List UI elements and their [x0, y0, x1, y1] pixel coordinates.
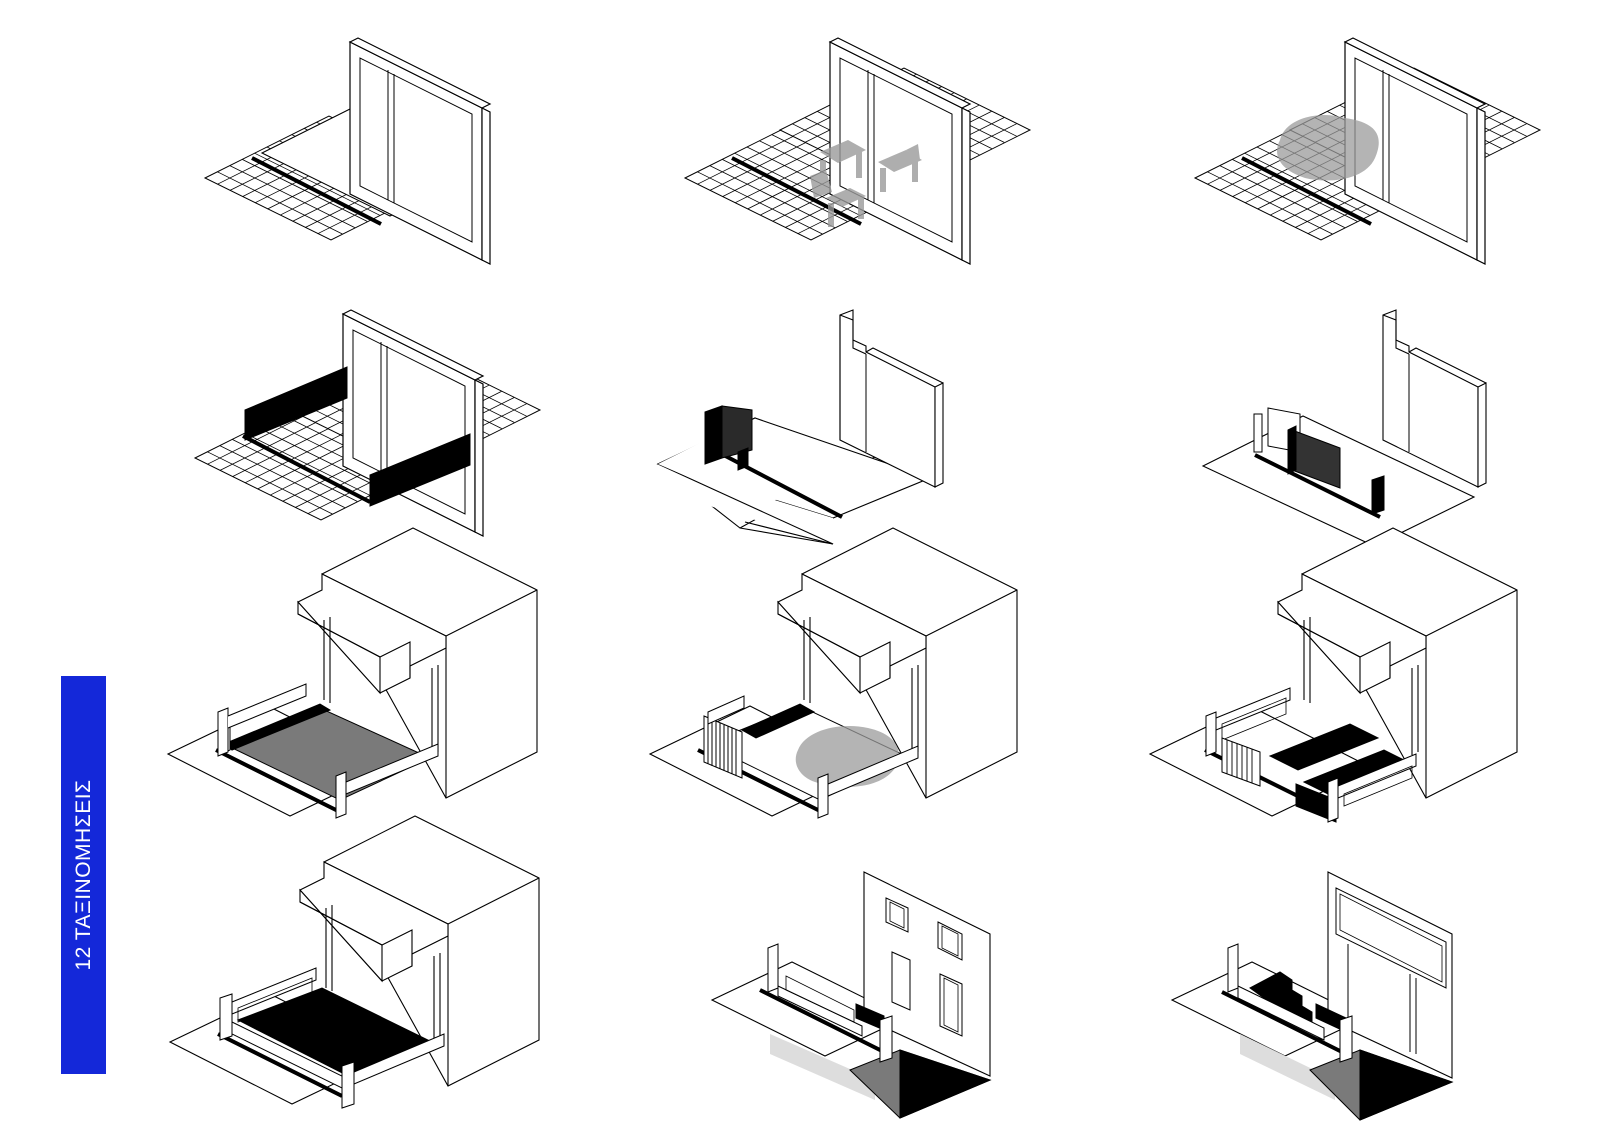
- furniture-cluster: [810, 140, 922, 227]
- panel-11: [710, 871, 992, 1119]
- threshold-line: [1241, 156, 1372, 226]
- panel-9: [1148, 527, 1518, 823]
- side-walls: [217, 683, 439, 819]
- threshold-line: [713, 448, 843, 519]
- folded-wall: [839, 309, 944, 488]
- panel-2: [684, 37, 1031, 265]
- sidebar-tab: 12 ΤΑΞΙΝΟΜΗΣΕΙΣ: [61, 676, 106, 1074]
- folded-wall: [1382, 309, 1487, 488]
- fence-with-gate: [1205, 687, 1417, 823]
- panel-6: [1201, 309, 1487, 547]
- building-facade: [1327, 871, 1453, 1079]
- building-facade: [863, 871, 991, 1077]
- threshold-line: [1254, 453, 1381, 519]
- railing: [1227, 943, 1353, 1063]
- glazed-wall: [342, 309, 484, 537]
- panel-12: [1170, 871, 1454, 1121]
- panel-3: [1194, 37, 1541, 265]
- glazed-wall: [349, 37, 491, 265]
- railing: [767, 943, 893, 1063]
- vertical-slat-gate: [703, 695, 919, 819]
- black-wall-right: [369, 433, 471, 507]
- black-wall-left: [244, 366, 348, 441]
- railing: [219, 967, 445, 1109]
- black-block: [704, 405, 753, 471]
- panel-5: [656, 309, 944, 545]
- panel-1: [204, 37, 491, 265]
- panel-8: [648, 527, 1018, 819]
- panel-7: [166, 527, 538, 819]
- black-strip-1: [1268, 723, 1380, 771]
- vegetation-blob: [1277, 114, 1379, 181]
- panel-4: [194, 309, 541, 537]
- gate: [1253, 407, 1385, 515]
- threshold-line: [731, 156, 862, 226]
- panel-10: [168, 815, 540, 1109]
- threshold-line: [251, 156, 382, 226]
